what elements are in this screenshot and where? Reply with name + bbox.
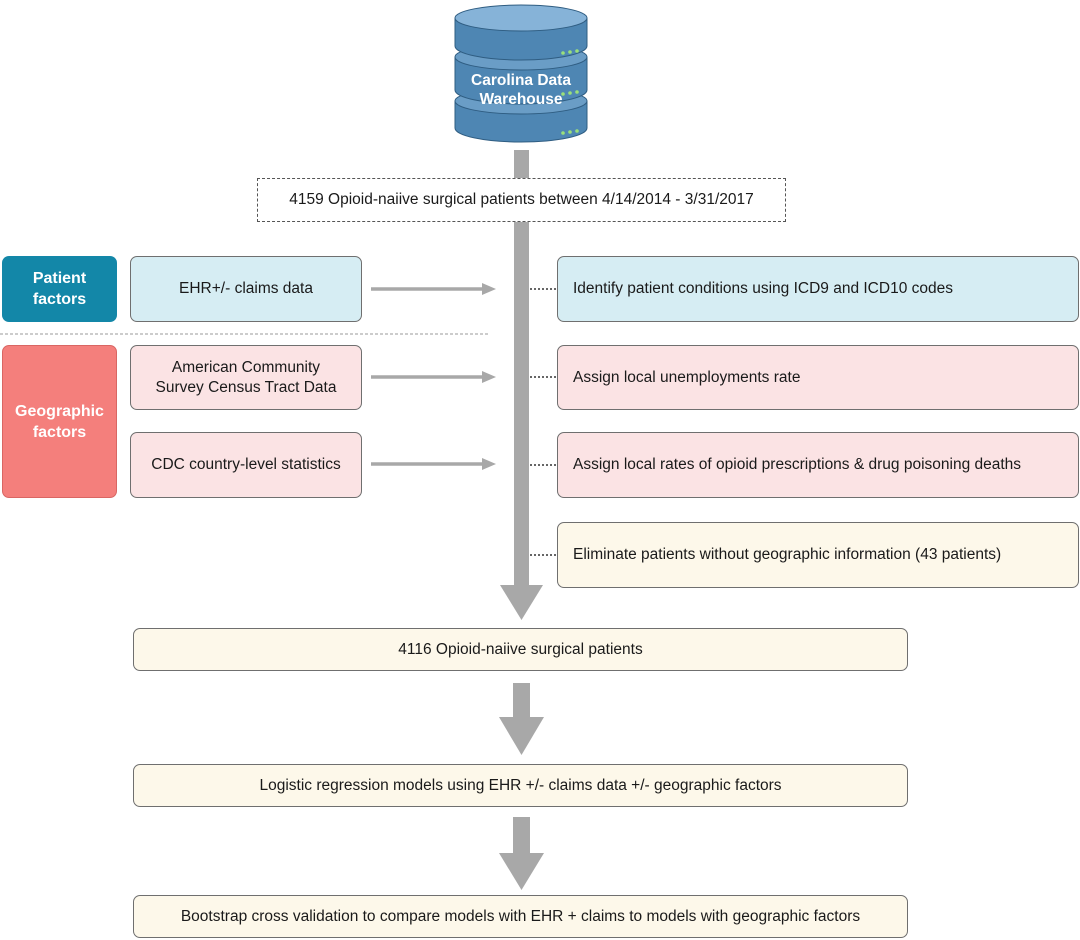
database-label-line1: Carolina Data [471,72,571,89]
source-ehr-text: EHR+/- claims data [179,280,313,297]
geographic-factors-line2: factors [32,423,87,441]
source-acs-line1: American Community [171,358,321,376]
input-arrow-ehr [371,283,496,295]
step-opioid-rates-box: Assign local rates of opioid prescriptio… [557,432,1079,498]
input-arrow-cdc [371,458,496,470]
initial-cohort-text: 4159 Opioid-naiive surgical patients bet… [289,191,754,208]
source-cdc-text: CDC country-level statistics [151,456,341,473]
main-flow-shaft [514,222,529,587]
flow-arrowhead-3 [499,853,544,890]
regression-box: Logistic regression models using EHR +/-… [133,764,908,807]
step-eliminate-text: Eliminate patients without geographic in… [573,546,1002,563]
flow-arrow-shaft-2 [513,683,530,719]
flow-arrowhead-2 [499,717,544,755]
database-label: Carolina Data Warehouse [455,71,587,109]
initial-cohort-box: 4159 Opioid-naiive surgical patients bet… [257,178,786,222]
source-acs-box: American Community Survey Census Tract D… [130,345,362,410]
final-cohort-text: 4116 Opioid-naiive surgical patients [398,640,643,658]
input-arrow-acs [371,371,496,383]
step-unemployment-box: Assign local unemployments rate [557,345,1079,410]
step-opioid-rates-text: Assign local rates of opioid prescriptio… [573,456,1022,473]
source-ehr-box: EHR+/- claims data [130,256,362,322]
database-label-line2: Warehouse [479,91,563,108]
database-icon [454,4,588,143]
bootstrap-text: Bootstrap cross validation to compare mo… [180,907,861,925]
main-flow-shaft-top [514,150,529,180]
geographic-factors-line1: Geographic [15,402,104,420]
regression-text: Logistic regression models using EHR +/-… [259,776,782,794]
main-flow-arrowhead [500,585,543,620]
step-identify-box: Identify patient conditions using ICD9 a… [557,256,1079,322]
patient-factors-line1: Patient [32,270,87,287]
patient-factors-line2: factors [32,291,87,308]
step-eliminate-box: Eliminate patients without geographic in… [557,522,1079,588]
bootstrap-box: Bootstrap cross validation to compare mo… [133,895,908,938]
source-acs-line2: Survey Census Tract Data [155,378,337,396]
step-identify-text: Identify patient conditions using ICD9 a… [573,280,953,297]
step-unemployment-text: Assign local unemployments rate [573,368,801,386]
geographic-factors-label: Geographic factors [2,345,117,498]
flow-arrow-shaft-3 [513,817,530,855]
final-cohort-box: 4116 Opioid-naiive surgical patients [133,628,908,671]
patient-factors-label: Patient factors [2,256,117,322]
source-cdc-box: CDC country-level statistics [130,432,362,498]
